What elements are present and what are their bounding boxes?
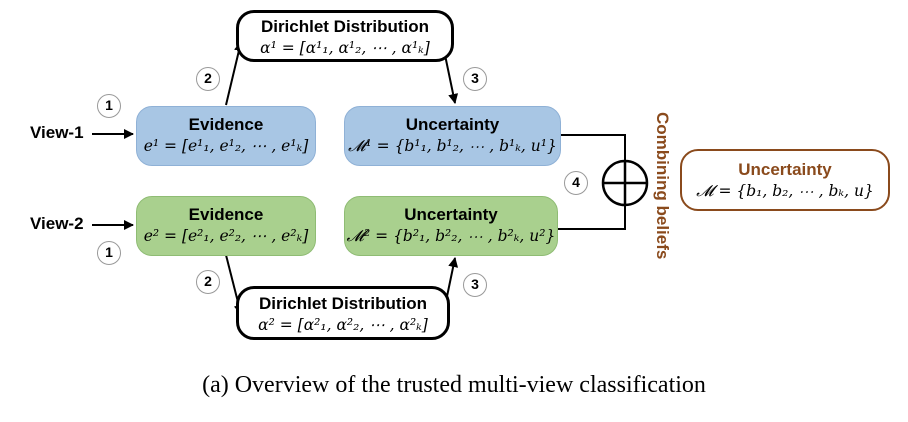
step-3-bottom-marker: 3: [463, 273, 487, 297]
combine-operator-icon: [601, 159, 649, 207]
step-2-bottom-marker: 2: [196, 270, 220, 294]
dirichlet-2-formula: α² = [α²₁, α²₂, ⋯ , α²ₖ]: [258, 316, 428, 334]
dirichlet-box-2: Dirichlet Distribution α² = [α²₁, α²₂, ⋯…: [236, 286, 450, 340]
step-4-marker: 4: [564, 171, 588, 195]
uncertainty-2-formula: 𝓜² = {b²₁, b²₂, ⋯ , b²ₖ, u²}: [346, 227, 556, 245]
dirichlet-2-title: Dirichlet Distribution: [258, 294, 428, 313]
step-2-top-marker: 2: [196, 67, 220, 91]
view-2-label: View-2: [30, 214, 84, 233]
evidence-1-title: Evidence: [188, 115, 264, 134]
evidence-box-1: Evidence e¹ = [e¹₁, e¹₂, ⋯ , e¹ₖ]: [136, 106, 316, 166]
dirichlet1-to-uncertainty1-arrow: [444, 54, 459, 104]
uncertainty-1-title: Uncertainty: [405, 115, 500, 134]
combining-beliefs-label: Combining beliefs: [653, 112, 672, 260]
uncertainty1-to-combine-line: [561, 134, 626, 160]
uncertainty-2-title: Uncertainty: [404, 205, 498, 224]
figure-caption: (a) Overview of the trusted multi-view c…: [202, 372, 706, 398]
step-3-top-marker: 3: [463, 67, 487, 91]
uncertainty-1-formula: 𝓜¹ = {b¹₁, b¹₂, ⋯ , b¹ₖ, u¹}: [348, 137, 557, 155]
step-1-bottom-marker: 1: [97, 241, 121, 265]
view-1-label: View-1: [30, 123, 84, 142]
evidence-1-formula: e¹ = [e¹₁, e¹₂, ⋯ , e¹ₖ]: [143, 137, 309, 155]
uncertainty-box-2: Uncertainty 𝓜² = {b²₁, b²₂, ⋯ , b²ₖ, u²}: [344, 196, 558, 256]
evidence-2-title: Evidence: [188, 205, 264, 224]
final-uncertainty-formula: 𝓜 = {b₁, b₂, ⋯ , bₖ, u}: [696, 182, 874, 200]
final-uncertainty-title: Uncertainty: [738, 160, 832, 179]
dirichlet-1-title: Dirichlet Distribution: [260, 17, 430, 36]
step-1-top-marker: 1: [97, 94, 121, 118]
uncertainty2-to-combine-line: [558, 205, 626, 230]
evidence-box-2: Evidence e² = [e²₁, e²₂, ⋯ , e²ₖ]: [136, 196, 316, 256]
dirichlet-box-1: Dirichlet Distribution α¹ = [α¹₁, α¹₂, ⋯…: [236, 10, 454, 62]
evidence-2-formula: e² = [e²₁, e²₂, ⋯ , e²ₖ]: [143, 227, 309, 245]
final-uncertainty-box: Uncertainty 𝓜 = {b₁, b₂, ⋯ , bₖ, u}: [680, 149, 890, 211]
dirichlet-1-formula: α¹ = [α¹₁, α¹₂, ⋯ , α¹ₖ]: [260, 39, 430, 57]
uncertainty-box-1: Uncertainty 𝓜¹ = {b¹₁, b¹₂, ⋯ , b¹ₖ, u¹}: [344, 106, 561, 166]
